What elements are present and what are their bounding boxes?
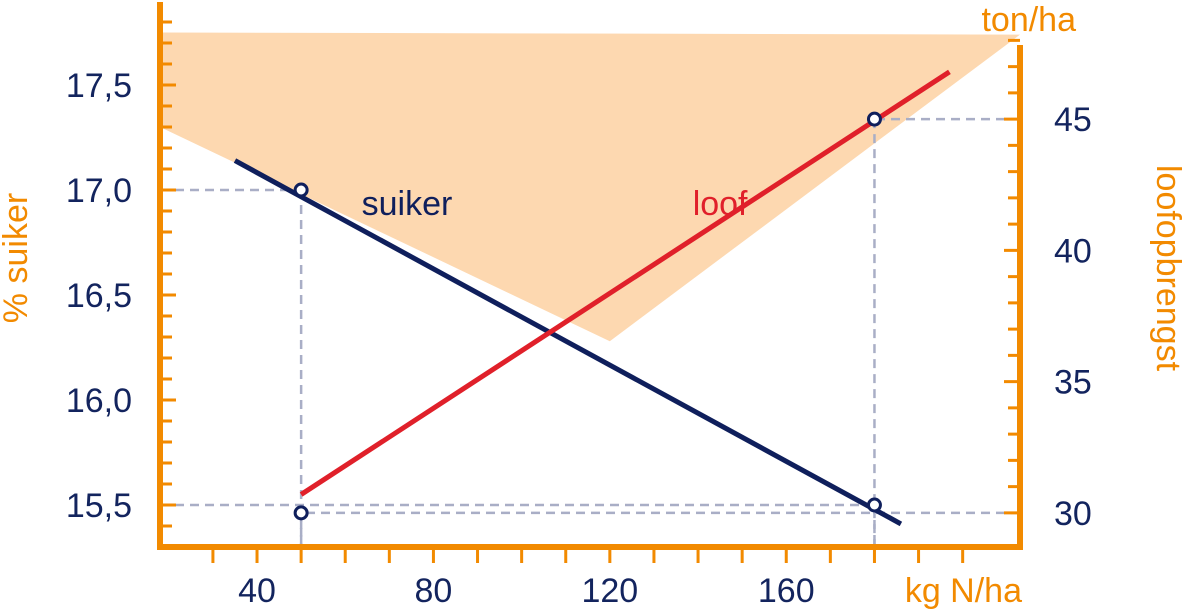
series-label-suiker: suiker bbox=[362, 185, 453, 223]
shaded-area bbox=[160, 32, 1020, 342]
left-tick-label-16: 16,0 bbox=[66, 382, 132, 420]
left-tick-label-16.5: 16,5 bbox=[66, 277, 132, 315]
x-tick-label-120: 120 bbox=[581, 572, 638, 610]
left-tick-label-17: 17,0 bbox=[66, 172, 132, 210]
data-point-loof-1 bbox=[866, 111, 882, 127]
x-tick-label-80: 80 bbox=[415, 572, 453, 610]
x-tick-label-40: 40 bbox=[238, 572, 276, 610]
x-axis-title: kg N/ha bbox=[905, 572, 1022, 610]
left-tick-label-17.5: 17,5 bbox=[66, 67, 132, 105]
series-line-suiker bbox=[233, 158, 903, 527]
left-tick-label-15.5: 15,5 bbox=[66, 487, 132, 525]
x-tick-label-160: 160 bbox=[758, 572, 815, 610]
series-label-loof: loof bbox=[693, 185, 748, 223]
right-axis-unit: ton/ha bbox=[981, 1, 1076, 39]
left-axis-title: % suiker bbox=[0, 193, 35, 323]
axes-layer bbox=[157, 2, 1023, 563]
right-axis-title: loofopbrengst bbox=[1149, 165, 1182, 372]
series-line-loof bbox=[299, 69, 951, 497]
points-layer bbox=[293, 111, 882, 521]
right-tick-label-40: 40 bbox=[1054, 232, 1092, 270]
right-tick-label-45: 45 bbox=[1054, 101, 1092, 139]
shaded-area-layer bbox=[160, 32, 1020, 342]
right-tick-label-30: 30 bbox=[1054, 495, 1092, 533]
data-point-suiker-1 bbox=[866, 497, 882, 513]
data-point-suiker-0 bbox=[293, 182, 309, 198]
data-point-loof-0 bbox=[293, 505, 309, 521]
right-tick-label-35: 35 bbox=[1054, 364, 1092, 402]
series-layer bbox=[233, 69, 951, 527]
